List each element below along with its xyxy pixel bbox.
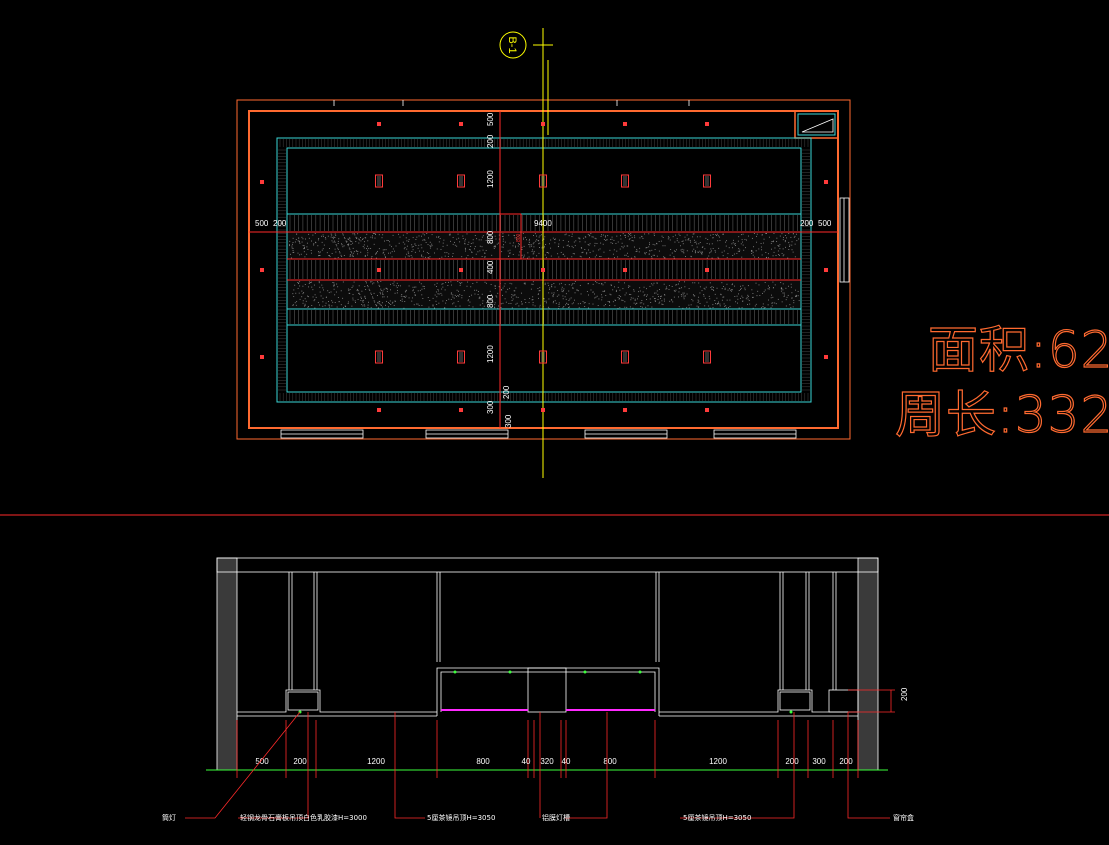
dim-mid-1: 800 <box>486 230 495 244</box>
sec-dim-4: 800 <box>476 757 490 766</box>
sec-dim-10: 200 <box>785 757 799 766</box>
perimeter-label: 周长:332 <box>895 386 1109 444</box>
mirror-band-1 <box>286 231 802 260</box>
ceiling-section: 200 500 200 1200 800 40 320 40 800 1200 … <box>162 557 914 822</box>
note-mirror-2: 5厘茶镜吊顶H=3050 <box>683 813 751 822</box>
bottom-windows <box>280 429 797 439</box>
section-dim-ticks <box>236 720 859 778</box>
dim-left-outer: 500 <box>255 219 269 228</box>
dim-mid-2: 400 <box>486 260 495 274</box>
dim-mid-3: 800 <box>486 294 495 308</box>
sec-dim-7: 40 <box>562 757 571 766</box>
sec-dim-9: 1200 <box>709 757 727 766</box>
dim-center-small: 800 <box>516 233 522 242</box>
note-light-trough: 铝膜灯槽 <box>542 813 570 822</box>
height-dimension <box>848 689 895 713</box>
section-right-wall <box>857 557 879 771</box>
dim-top-1: 500 <box>486 112 495 126</box>
edge-hatch <box>278 139 810 401</box>
dim-bottom-3: 300 <box>486 400 495 414</box>
note-curtain-box: 窗帘盒 <box>893 813 914 822</box>
sec-dim-2: 200 <box>293 757 307 766</box>
grille-lights <box>375 174 711 364</box>
section-left-wall <box>216 557 238 771</box>
dim-top-2: 200 <box>486 134 495 148</box>
note-downlight: 筒灯 <box>162 813 176 822</box>
ceiling-boards <box>237 667 859 717</box>
plan-dimensions: 500 200 1200 500 200 9400 200 500 800 40… <box>255 112 832 428</box>
dim-right-inner: 200 <box>800 219 814 228</box>
grid-bubble: B-1 <box>499 31 527 59</box>
sec-dim-1: 500 <box>255 757 269 766</box>
note-mirror-1: 5厘茶镜吊顶H=3050 <box>427 813 495 822</box>
dim-left-inner: 200 <box>273 219 287 228</box>
mirror-texture <box>289 233 800 309</box>
sec-dim-11: 300 <box>812 757 826 766</box>
dim-right-outer: 500 <box>818 219 832 228</box>
sec-dim-8: 800 <box>603 757 617 766</box>
trough-strips <box>289 215 798 324</box>
right-window <box>839 197 850 283</box>
dim-bottom-2: 200 <box>502 385 511 399</box>
dim-top-3: 1200 <box>486 170 495 188</box>
dim-bottom-4: 300 <box>504 414 513 428</box>
sec-dim-12: 200 <box>839 757 853 766</box>
dim-height: 200 <box>900 687 909 701</box>
downlights <box>260 122 828 412</box>
corner-fixture <box>794 110 839 139</box>
leader-lines <box>185 711 890 819</box>
top-ticks <box>333 100 690 106</box>
dim-bottom-1: 1200 <box>486 345 495 363</box>
section-dimension-texts: 500 200 1200 800 40 320 40 800 1200 200 … <box>255 757 853 766</box>
ceiling-plan: B-1 500 200 1200 500 200 9400 200 500 80… <box>236 28 851 478</box>
hanger-rods <box>288 572 837 690</box>
note-gypsum: 轻钢龙骨石膏板吊顶白色乳胶漆H=3000 <box>240 813 367 822</box>
sec-dim-3: 1200 <box>367 757 385 766</box>
dim-span: 9400 <box>534 219 552 228</box>
grid-bubble-label: B-1 <box>506 36 518 53</box>
area-label: 面积:62 <box>928 321 1109 379</box>
section-slab <box>216 557 879 573</box>
center-axis <box>533 28 553 478</box>
sec-dim-6: 320 <box>540 757 554 766</box>
sec-dim-5: 40 <box>522 757 531 766</box>
section-lamps <box>298 670 793 714</box>
ceiling-outline <box>276 137 812 403</box>
section-notes: 筒灯 轻钢龙骨石膏板吊顶白色乳胶漆H=3000 5厘茶镜吊顶H=3050 铝膜灯… <box>162 813 914 822</box>
